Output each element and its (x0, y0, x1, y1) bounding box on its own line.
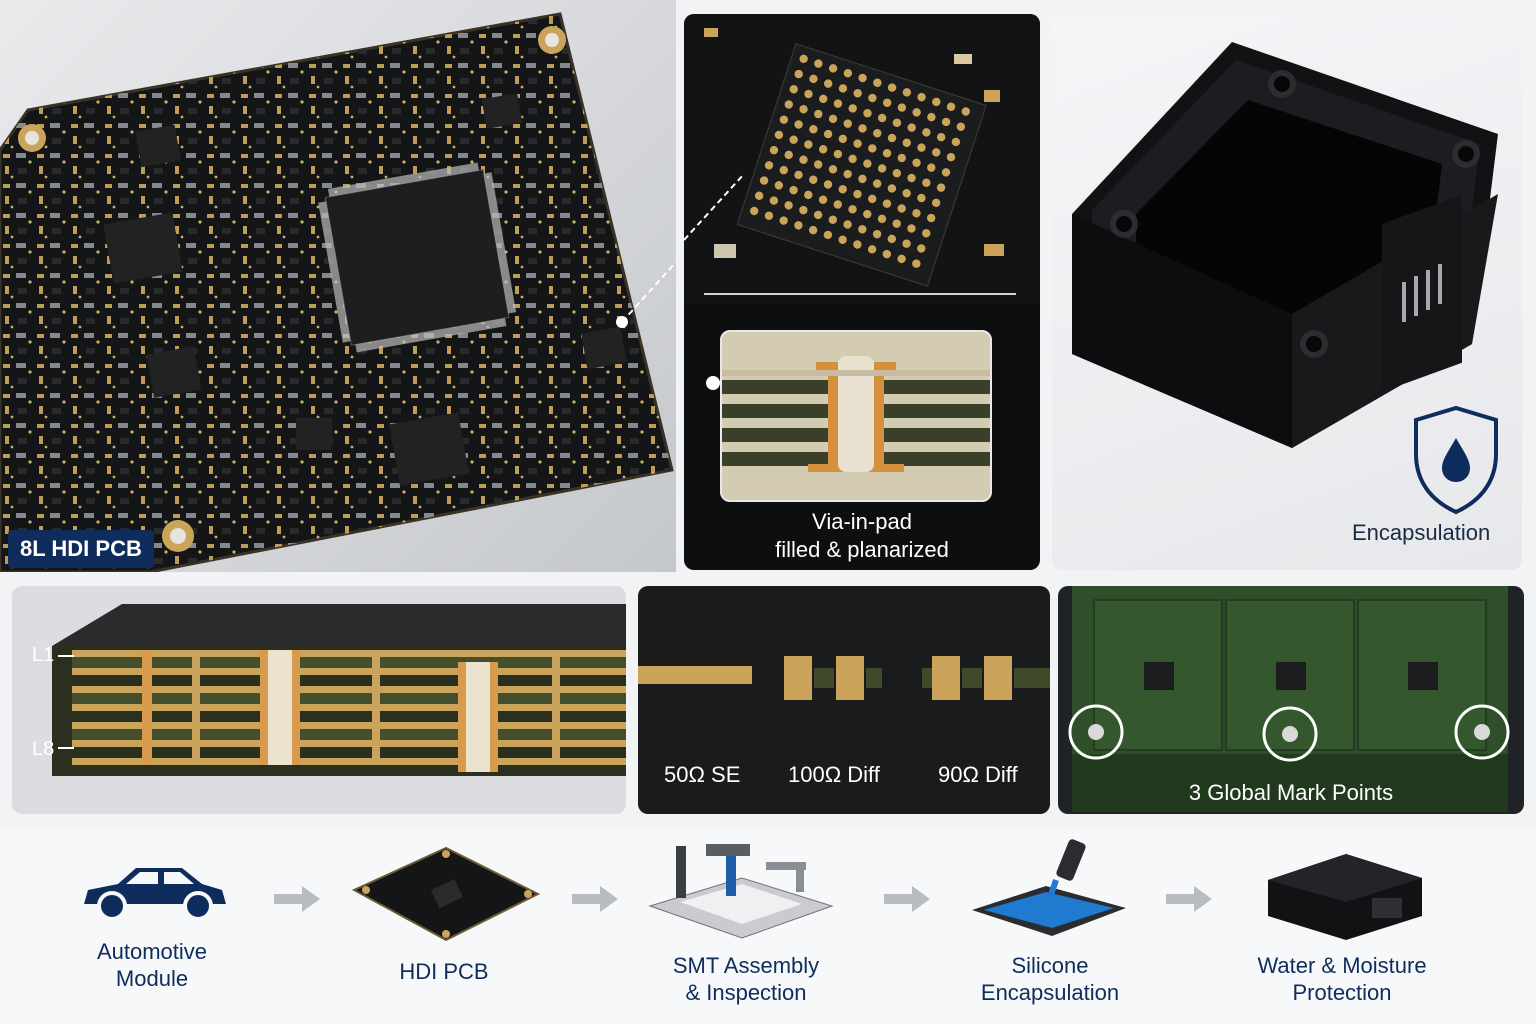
flow-step-label-line1: HDI PCB (399, 959, 489, 984)
via-in-pad-panel: Via-in-pad filled & planarized (684, 14, 1040, 570)
encapsulation-caption: Encapsulation (1352, 520, 1491, 545)
flow-arrow-2 (572, 886, 618, 912)
impedance-label-90-diff: 90Ω Diff (938, 762, 1018, 787)
flow-step-label-line1: SMT Assembly (672, 953, 820, 978)
impedance-label-100-diff: 100Ω Diff (788, 762, 880, 787)
encapsulation-panel: Encapsulation (1052, 14, 1522, 570)
mark-points-caption: 3 Global Mark Points (1188, 780, 1394, 805)
hdi-pcb-photo-panel: 8L HDI PCB (0, 0, 676, 572)
flow-step-label-line1: Silicone (1011, 953, 1089, 978)
layer-label-bottom: L8 (32, 738, 55, 760)
via-callout-dot (706, 376, 720, 390)
silicone-dispensing-icon (972, 839, 1126, 936)
flow-step-label-line1: Water & Moisture (1257, 953, 1427, 978)
flow-arrow-1 (274, 886, 320, 912)
via-cross-section-inset (720, 330, 992, 502)
flow-step-label-line2: Encapsulation (980, 980, 1120, 1005)
flow-step-automotive-module: Automotive Module (42, 938, 262, 992)
flow-step-label-line2: Module (115, 966, 189, 991)
pcb-cross-section-image (52, 604, 626, 776)
flow-step-water-moisture-protection: Water & Moisture Protection (1232, 952, 1452, 1006)
flow-step-hdi-pcb: HDI PCB (334, 958, 554, 985)
hdi-pcb-board-image (0, 12, 676, 572)
flow-step-label-line1: Automotive (96, 939, 208, 964)
impedance-label-se: 50Ω SE (664, 762, 741, 787)
panelized-boards-image (1068, 586, 1510, 812)
process-flow-strip: Automotive Module HDI PCB SMT Assembly &… (0, 828, 1536, 1024)
impedance-trace-image (638, 656, 1050, 700)
shield-water-drop-icon (1414, 405, 1498, 515)
pcb-type-badge: 8L HDI PCB (8, 530, 154, 568)
impedance-traces-panel: 50Ω SE 100Ω Diff 90Ω Diff (638, 586, 1050, 814)
bga-closeup-image (684, 14, 1040, 304)
flow-arrow-4 (1166, 886, 1212, 912)
car-icon (84, 868, 226, 921)
sealed-module-icon (1268, 854, 1422, 940)
via-cross-section-image (722, 332, 990, 500)
smt-machine-icon (648, 844, 834, 939)
global-mark-points-panel: 3 Global Mark Points (1058, 586, 1524, 814)
via-caption-line2: filled & planarized (775, 537, 949, 562)
flow-step-silicone-encapsulation: Silicone Encapsulation (940, 952, 1160, 1006)
encapsulated-housing-image (1072, 42, 1498, 515)
via-caption: Via-in-pad filled & planarized (684, 508, 1040, 564)
flow-step-label-line2: & Inspection (685, 980, 807, 1005)
flow-step-smt-assembly: SMT Assembly & Inspection (636, 952, 856, 1006)
layer-label-top: L1 (32, 644, 55, 666)
layer-stackup-panel: L1 L8 (12, 586, 626, 814)
flow-arrow-3 (884, 886, 930, 912)
via-caption-line1: Via-in-pad (812, 509, 912, 534)
hdi-pcb-icon (351, 846, 541, 942)
flow-step-label-line2: Protection (1292, 980, 1392, 1005)
